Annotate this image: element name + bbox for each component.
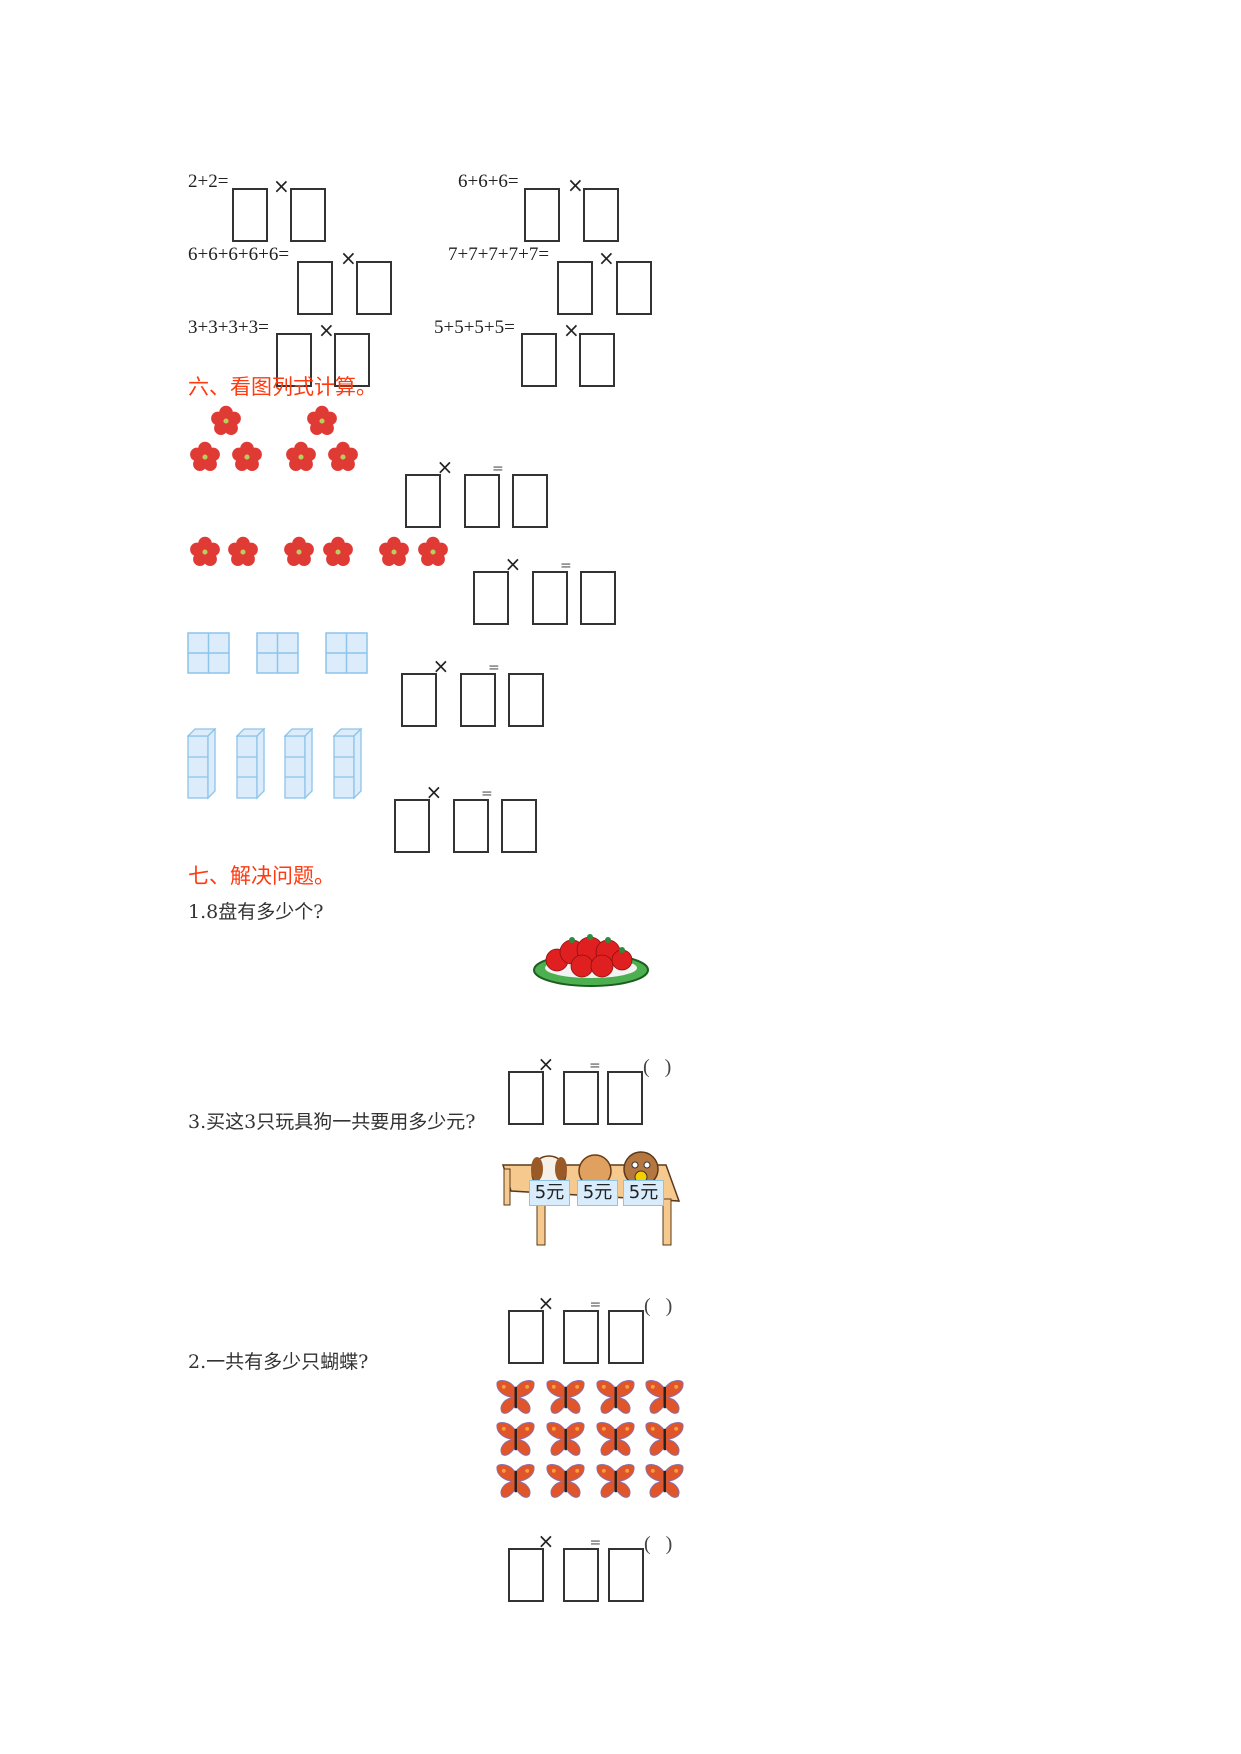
- answer-box[interactable]: [334, 333, 370, 387]
- flowers-image: [190, 405, 358, 472]
- expression: 6+6+6+6+6=: [188, 244, 290, 265]
- section-6-heading: 六、看图列式计算。: [188, 375, 377, 399]
- answer-box[interactable]: [460, 673, 496, 727]
- answer-box[interactable]: [580, 571, 616, 625]
- answer-box[interactable]: [508, 1548, 544, 1602]
- answer-box[interactable]: [608, 1548, 644, 1602]
- answer-box[interactable]: [557, 261, 593, 315]
- times-sign: ×: [598, 246, 615, 270]
- answer-box[interactable]: [508, 673, 544, 727]
- section-7-heading: 七、解决问题。: [188, 864, 335, 888]
- answer-box[interactable]: [473, 571, 509, 625]
- answer-box[interactable]: [579, 333, 615, 387]
- question-3: 3.买这3只玩具狗一共要用多少元?: [188, 1111, 476, 1133]
- answer-box[interactable]: [297, 261, 333, 315]
- flower-pairs-image: [190, 536, 448, 567]
- strawberry-plate-image: [533, 934, 649, 987]
- unit-parentheses[interactable]: ( ): [644, 1295, 673, 1317]
- answer-box[interactable]: [616, 261, 652, 315]
- answer-box[interactable]: [508, 1071, 544, 1125]
- toy-dogs-on-table-image: 5元 5元 5元: [501, 1143, 681, 1248]
- answer-box[interactable]: [276, 333, 312, 387]
- answer-box[interactable]: [524, 188, 560, 242]
- answer-box[interactable]: [521, 333, 557, 387]
- expression: 2+2=: [188, 171, 229, 192]
- expression: 5+5+5+5=: [434, 317, 515, 338]
- times-sign: ×: [432, 654, 450, 678]
- answer-box[interactable]: [356, 261, 392, 315]
- answer-box[interactable]: [401, 673, 437, 727]
- answer-box[interactable]: [394, 799, 430, 853]
- times-sign: ×: [563, 318, 580, 342]
- price-tag: 5元: [577, 1180, 618, 1206]
- answer-box[interactable]: [464, 474, 500, 528]
- question-2: 2.一共有多少只蝴蝶?: [188, 1351, 369, 1373]
- equals-sign: =: [589, 1535, 602, 1551]
- expression: 7+7+7+7+7=: [448, 244, 550, 265]
- expression: 6+6+6=: [458, 171, 519, 192]
- expression: 3+3+3+3=: [188, 317, 269, 338]
- answer-box[interactable]: [501, 799, 537, 853]
- answer-box[interactable]: [232, 188, 268, 242]
- answer-box[interactable]: [532, 571, 568, 625]
- equals-sign: =: [560, 558, 572, 574]
- times-sign: ×: [537, 1291, 555, 1315]
- answer-box[interactable]: [290, 188, 326, 242]
- times-sign: ×: [567, 173, 584, 197]
- window-tiles-image: [187, 632, 368, 674]
- answer-box[interactable]: [512, 474, 548, 528]
- times-sign: ×: [318, 318, 335, 342]
- answer-box[interactable]: [608, 1310, 644, 1364]
- answer-box[interactable]: [405, 474, 441, 528]
- cube-towers-image: [187, 728, 362, 800]
- times-sign: ×: [537, 1529, 555, 1553]
- times-sign: ×: [273, 174, 290, 198]
- equals-sign: =: [589, 1058, 601, 1074]
- equals-sign: =: [589, 1297, 602, 1313]
- unit-parentheses[interactable]: ( ): [643, 1056, 672, 1078]
- answer-box[interactable]: [563, 1548, 599, 1602]
- equals-sign: =: [488, 660, 500, 676]
- times-sign: ×: [425, 780, 443, 804]
- answer-box[interactable]: [453, 799, 489, 853]
- answer-box[interactable]: [607, 1071, 643, 1125]
- unit-parentheses[interactable]: ( ): [644, 1533, 673, 1555]
- answer-box[interactable]: [508, 1310, 544, 1364]
- times-sign: ×: [340, 246, 357, 270]
- price-tag: 5元: [623, 1180, 664, 1206]
- times-sign: ×: [504, 552, 522, 576]
- times-sign: ×: [537, 1052, 555, 1076]
- answer-box[interactable]: [563, 1310, 599, 1364]
- answer-box[interactable]: [563, 1071, 599, 1125]
- answer-box[interactable]: [583, 188, 619, 242]
- equals-sign: =: [492, 461, 504, 477]
- equals-sign: =: [481, 786, 493, 802]
- times-sign: ×: [436, 455, 454, 479]
- question-1: 1.8盘有多少个?: [188, 901, 324, 923]
- price-tag: 5元: [529, 1180, 570, 1206]
- butterflies-image: [496, 1379, 684, 1498]
